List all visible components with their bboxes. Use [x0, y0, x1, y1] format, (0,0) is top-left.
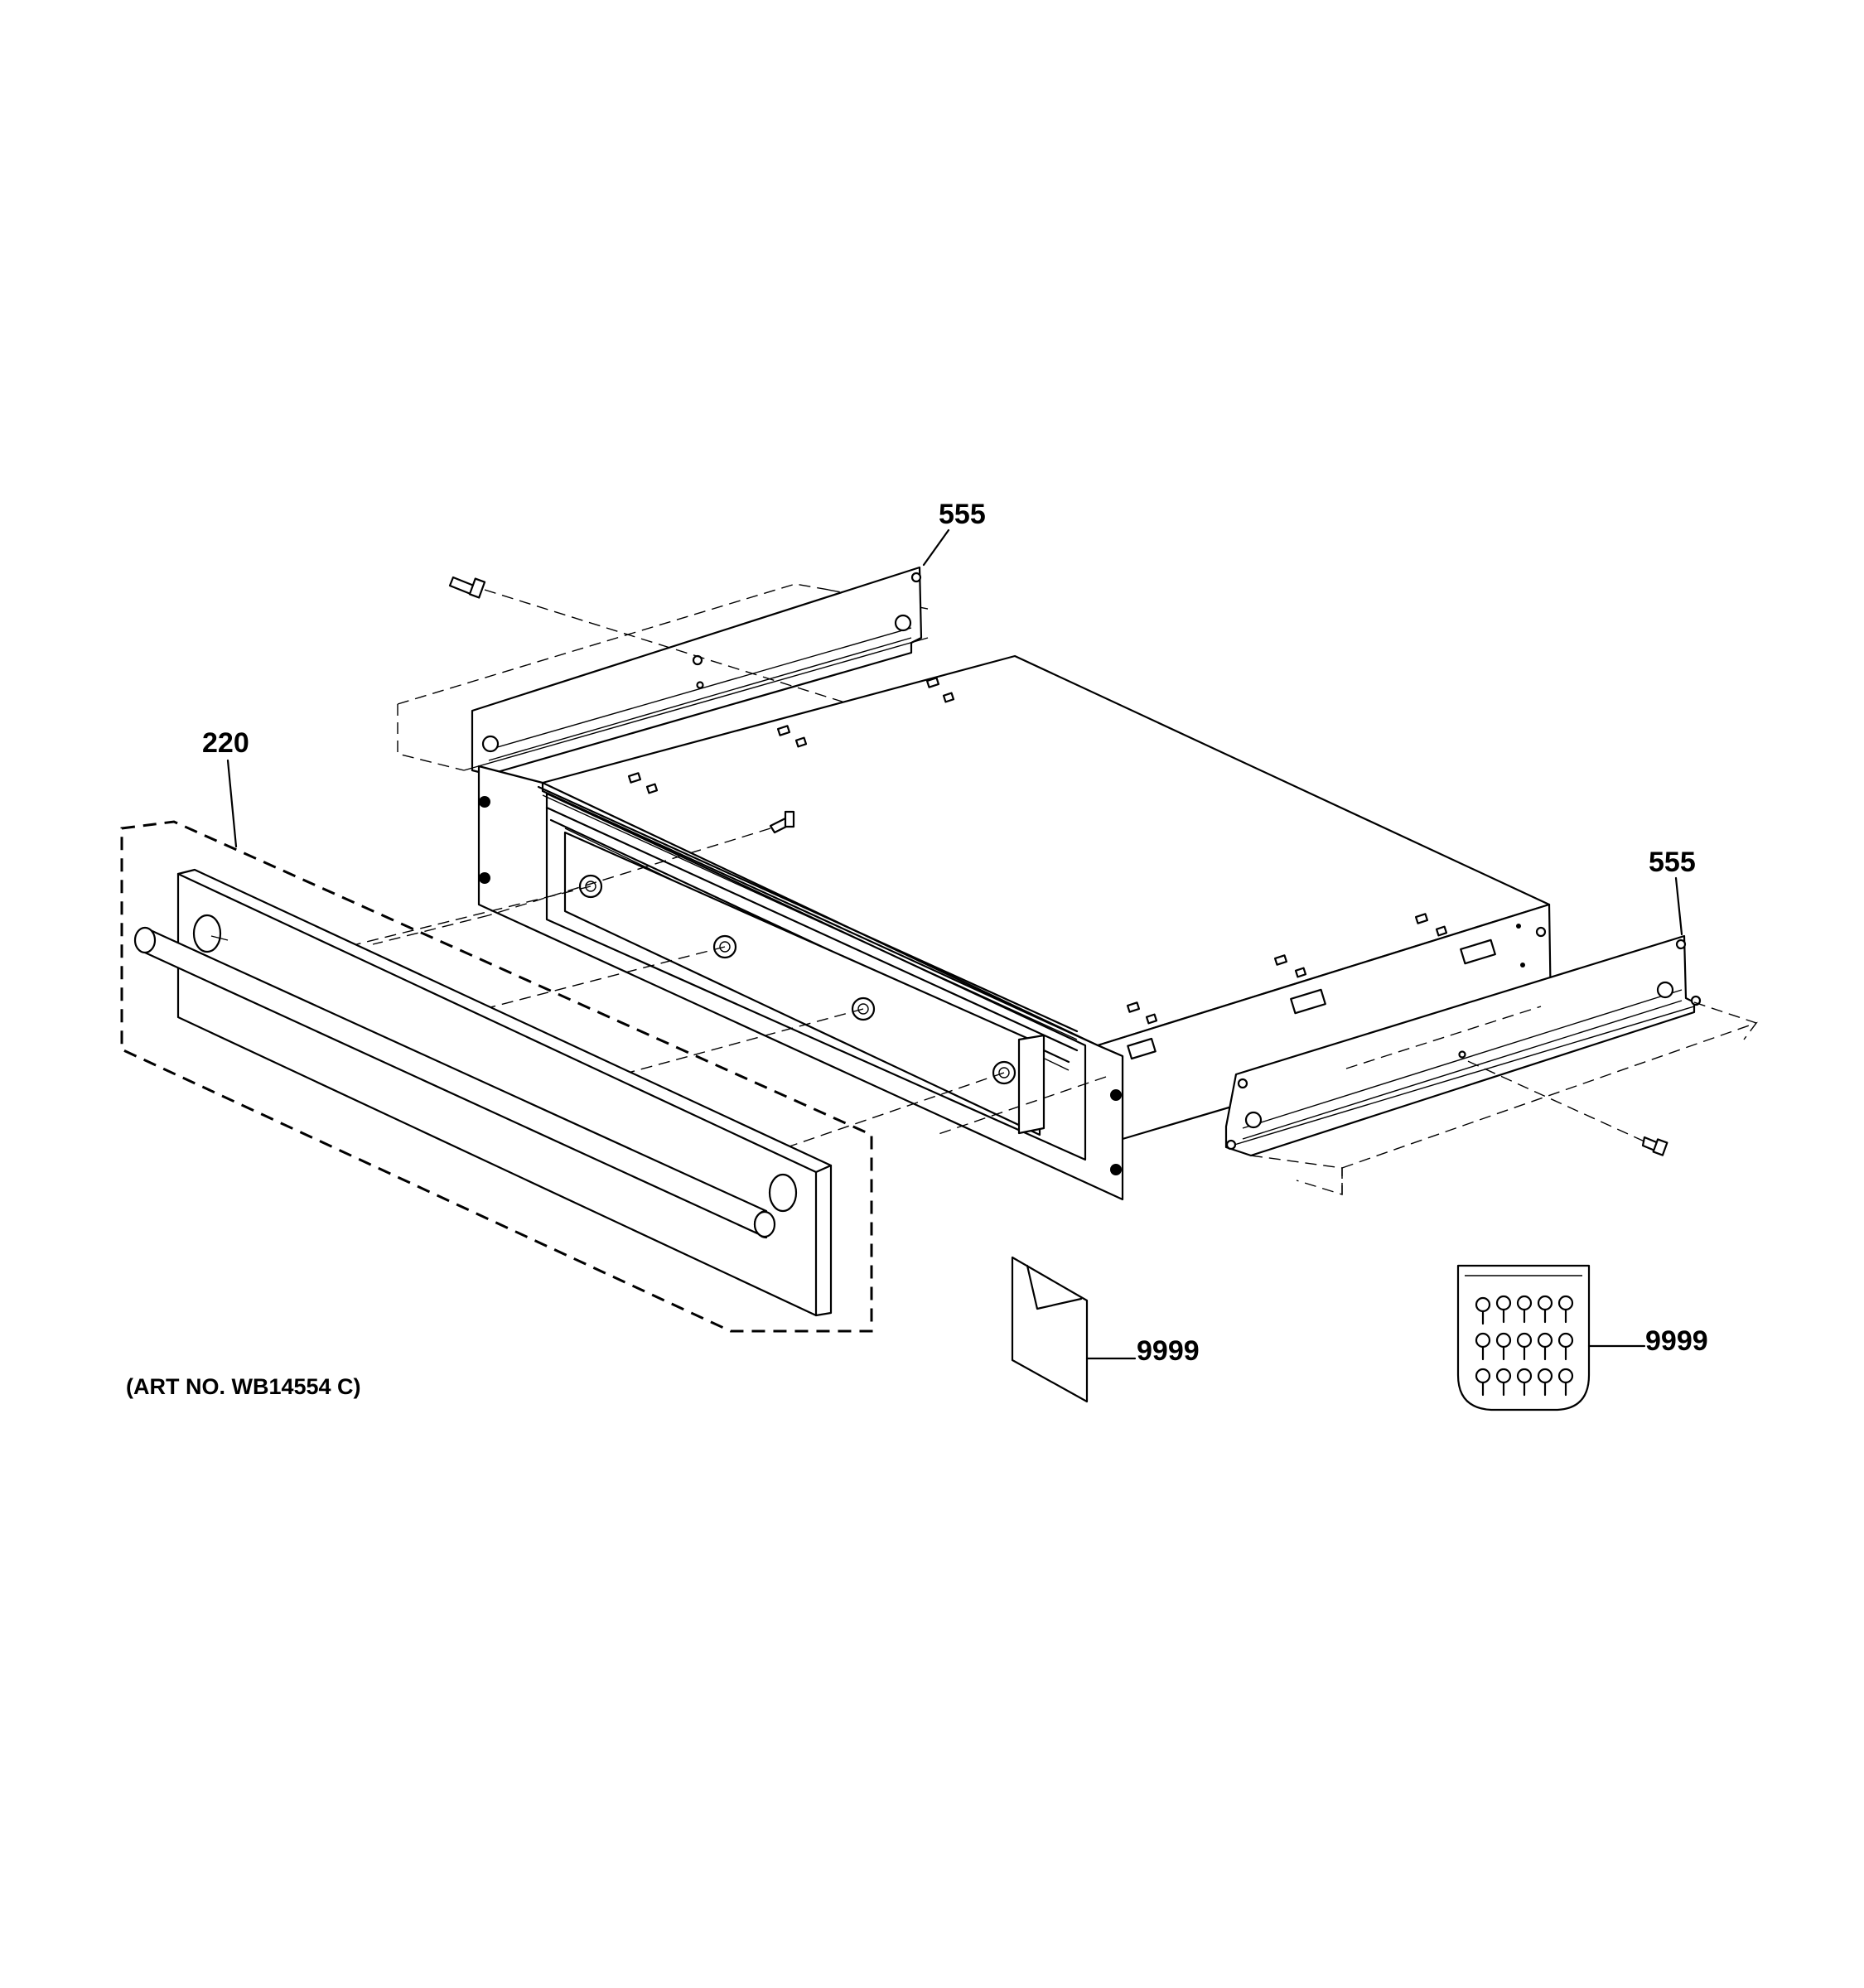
- back-mounting-rail: [397, 566, 929, 776]
- screw-icon: [448, 576, 486, 599]
- literature-envelope: [1011, 1256, 1137, 1403]
- art-number: (ART NO. WB14554 C): [126, 1374, 361, 1399]
- screw-icon: [1641, 1136, 1668, 1156]
- screw-icon: [769, 810, 795, 834]
- hardware-kit-bag: [1456, 1264, 1646, 1411]
- top-slots: [627, 677, 1448, 1025]
- warming-drawer-body: [477, 654, 1553, 1201]
- callout-555-right-rail: 555: [1649, 847, 1696, 878]
- drawer-front-panel: [120, 820, 873, 1333]
- callout-9999-literature: 9999: [1137, 1335, 1200, 1367]
- callout-9999-hardware-kit: 9999: [1645, 1325, 1708, 1357]
- right-mounting-rail: [1224, 934, 1758, 1195]
- callout-220-front-panel: 220: [202, 727, 249, 759]
- callout-555-back-rail: 555: [939, 499, 986, 530]
